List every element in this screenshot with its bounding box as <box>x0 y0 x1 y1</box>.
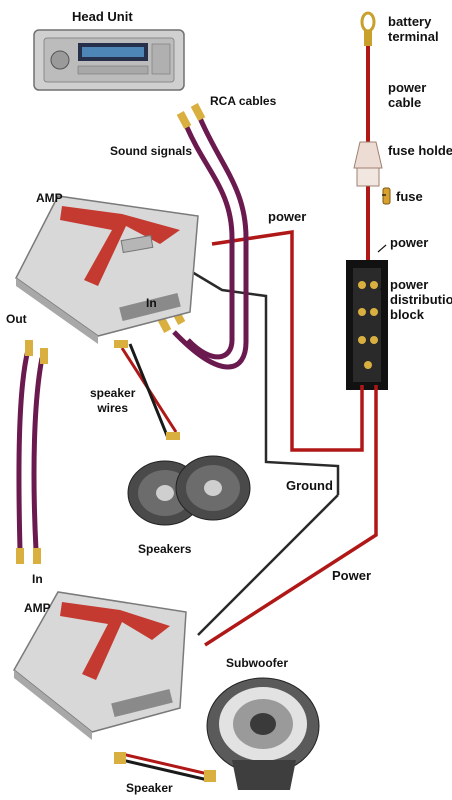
power-bottom-label: Power <box>332 568 372 583</box>
speaker-label: Speaker <box>126 781 173 795</box>
bottom-amplifier <box>13 591 187 740</box>
amp-bottom-label: AMP <box>24 601 51 615</box>
fuse-holder <box>353 141 383 187</box>
fuse-label: fuse <box>396 189 423 204</box>
fuse-holder-label: fuse holder <box>388 143 452 158</box>
ground-label: Ground <box>286 478 333 493</box>
out-label: Out <box>6 312 27 326</box>
speakers-label: Speakers <box>138 542 192 556</box>
speaker-right <box>175 455 251 521</box>
head-unit <box>33 29 185 91</box>
speaker-wires-top <box>114 340 180 440</box>
in-bottom-label: In <box>32 572 43 586</box>
power-distribution-block <box>346 260 388 390</box>
power-wire-to-top-amp <box>211 229 364 452</box>
sound-signals-label: Sound signals <box>110 144 193 158</box>
in-top-label: In <box>146 296 157 310</box>
head-unit-label: Head Unit <box>72 9 133 24</box>
power-wire-to-bottom-amp <box>204 385 378 647</box>
subwoofer <box>206 677 320 790</box>
power-distribution-block-label: power distribution block <box>390 277 452 322</box>
battery-power-cable <box>360 11 376 262</box>
pointer-lines <box>377 194 387 291</box>
rca-cables-label: RCA cables <box>210 94 277 108</box>
power-top-label: power <box>268 209 307 224</box>
battery-terminal-label: battery terminal <box>388 14 439 44</box>
ground-wire-bottom-amp <box>197 494 339 636</box>
subwoofer-label: Subwoofer <box>226 656 288 670</box>
fuse <box>382 187 391 205</box>
ground-wire-top-amp <box>191 270 340 495</box>
top-amplifier <box>15 195 199 344</box>
rca-cables-left <box>16 340 48 564</box>
speaker-wires-label: speaker wires <box>90 386 136 415</box>
power-cable-label: power cable <box>388 80 427 110</box>
amp-top-label: AMP <box>36 191 63 205</box>
speaker-wire-bottom <box>114 752 216 782</box>
power-right-label: power <box>390 235 429 250</box>
